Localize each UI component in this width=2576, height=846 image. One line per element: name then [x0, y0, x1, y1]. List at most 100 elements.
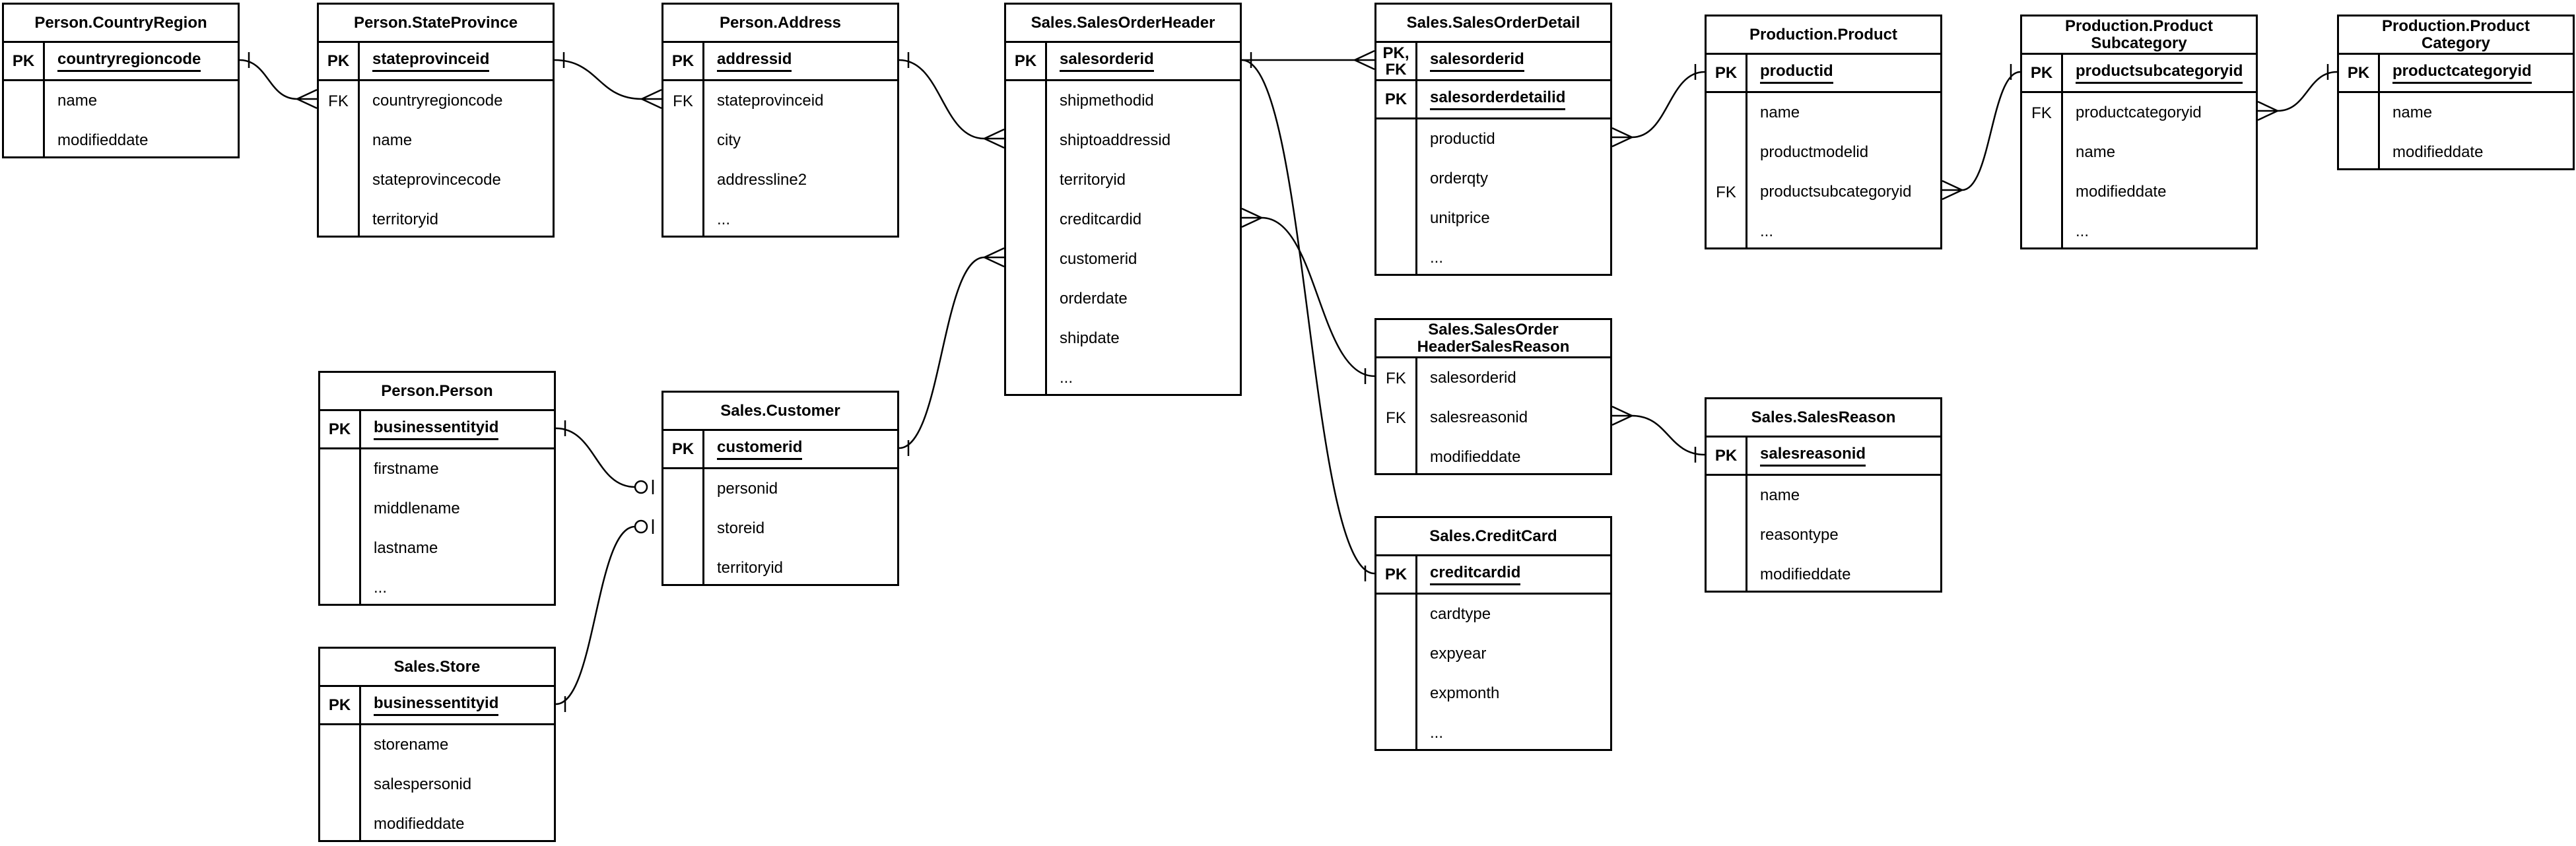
primary-key-field-name: customerid [717, 438, 803, 460]
field-name: name [372, 131, 413, 149]
relationship-productsubcategory-product[interactable] [1942, 64, 2021, 201]
field-name: reasontype [1760, 526, 1839, 544]
relationship-productcategory-productsubcategory[interactable] [2257, 64, 2338, 121]
crows-foot-many-marker [296, 88, 318, 110]
field-row-orderdate: orderdate [1006, 279, 1240, 319]
field-row-stateprovincecode: stateprovincecode [319, 160, 553, 200]
field-row-expyear: expyear [1376, 634, 1610, 674]
relationship-salesorderheader-headersalesreason[interactable] [1241, 207, 1375, 384]
key-label: PK [2347, 64, 2370, 82]
field-row-name: name [1707, 476, 1940, 515]
field-name: ... [374, 579, 388, 597]
table-title-line: Sales.SalesOrderHeader [1031, 13, 1215, 32]
field-name: shiptoaddressid [1060, 131, 1171, 149]
table-title-line: Person.Address [719, 13, 842, 32]
field-name: firstname [374, 460, 439, 478]
table-title: Sales.SalesReason [1707, 399, 1940, 438]
field-row-territoryid: territoryid [1006, 160, 1240, 200]
crows-foot-many-marker [641, 88, 662, 110]
relationship-address-salesorderheader[interactable] [898, 52, 1005, 149]
relationship-salesorderheader-creditcard[interactable] [1241, 59, 1375, 581]
field-name: modifieddate [1430, 448, 1521, 466]
relationship-person-customer[interactable] [555, 420, 654, 494]
field-row-: ... [320, 568, 554, 608]
field-name: personid [717, 480, 778, 498]
field-name: salesreasonid [1430, 408, 1528, 426]
field-name: expyear [1430, 645, 1487, 663]
field-row-unitprice: unitprice [1376, 199, 1610, 238]
field-row-territoryid: territoryid [319, 200, 553, 240]
field-name: storeid [717, 519, 765, 537]
field-name: storename [374, 736, 449, 754]
relationship-stateprovince-address[interactable] [554, 52, 662, 110]
field-row-: ... [1376, 713, 1610, 753]
field-name: city [717, 131, 741, 149]
key-column-divider [1415, 43, 1417, 274]
field-row-name: name [319, 121, 553, 160]
relationship-salesorderheader-salesorderdetail[interactable] [1242, 49, 1375, 71]
table-section: storename salespersonid modifieddate [320, 725, 554, 844]
field-row-productid: productid [1376, 119, 1610, 159]
crows-foot-many-marker [1241, 207, 1262, 228]
key-column-divider [1045, 43, 1047, 394]
field-name: productsubcategoryid [1760, 183, 1912, 201]
relationship-line [1631, 71, 1705, 139]
field-name: productid [1430, 130, 1495, 148]
field-name: ... [1430, 249, 1444, 267]
key-label: PK [1384, 90, 1407, 108]
field-name: shipmethodid [1060, 92, 1154, 110]
table-title-line: Person.StateProvince [353, 13, 518, 32]
key-label: PK [12, 52, 35, 70]
table-title-line: Person.CountryRegion [34, 13, 207, 32]
key-label: PK [1714, 64, 1738, 82]
key-label: PK [327, 52, 350, 70]
field-row-shipdate: shipdate [1006, 319, 1240, 358]
field-row-modifieddate: modifieddate [1376, 438, 1610, 477]
table-title-line: HeaderSalesReason [1417, 337, 1570, 356]
relationship-customer-salesorderheader[interactable] [898, 247, 1005, 456]
field-name: modifieddate [374, 815, 465, 833]
field-name: name [2076, 143, 2116, 161]
relationship-line [1261, 216, 1375, 377]
field-row-salespersonid: salespersonid [320, 765, 554, 804]
crows-foot-many-marker [1354, 49, 1375, 71]
relationship-store-customer[interactable] [555, 519, 654, 712]
relationship-countryregion-stateprovince[interactable] [239, 52, 318, 110]
relationship-line [554, 59, 642, 100]
relationship-salesreason-headersalesreason[interactable] [1611, 405, 1705, 463]
relationship-product-salesorderdetail[interactable] [1611, 64, 1705, 148]
